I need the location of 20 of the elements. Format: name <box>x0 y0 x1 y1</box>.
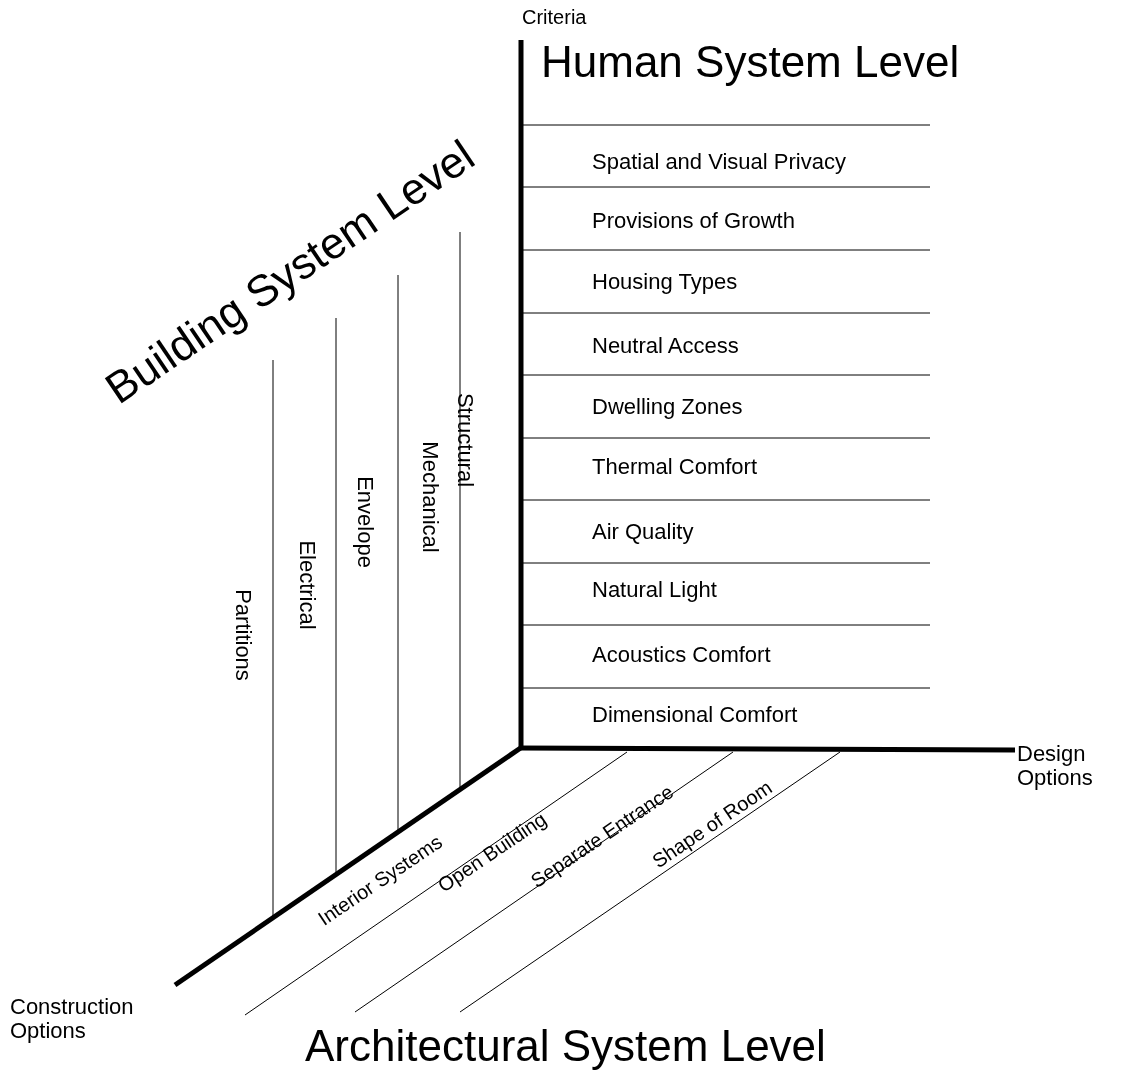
level-title: Human System Level <box>541 38 960 87</box>
system-label: Partitions <box>230 589 256 681</box>
criterion-label: Spatial and Visual Privacy <box>592 150 846 175</box>
axis-label: Criteria <box>522 6 587 28</box>
system-label: Mechanical <box>417 441 443 553</box>
level-title: Architectural System Level <box>305 1022 826 1071</box>
criterion-label: Provisions of Growth <box>592 209 795 234</box>
criterion-label: Housing Types <box>592 270 738 295</box>
criterion-label: Thermal Comfort <box>592 455 758 480</box>
system-label: Envelope <box>352 476 378 568</box>
system-label: Electrical <box>294 540 320 630</box>
criterion-label: Air Quality <box>592 520 694 545</box>
system-label: Structural <box>452 392 478 488</box>
criterion-label: Neutral Access <box>592 334 739 359</box>
criterion-label: Dimensional Comfort <box>592 703 798 728</box>
criterion-label: Natural Light <box>592 578 717 603</box>
axis-label: Construction Options <box>10 995 135 1044</box>
axis-label: Design Options <box>1017 742 1094 791</box>
criterion-label: Acoustics Comfort <box>592 643 771 668</box>
criterion-label: Dwelling Zones <box>592 395 743 420</box>
